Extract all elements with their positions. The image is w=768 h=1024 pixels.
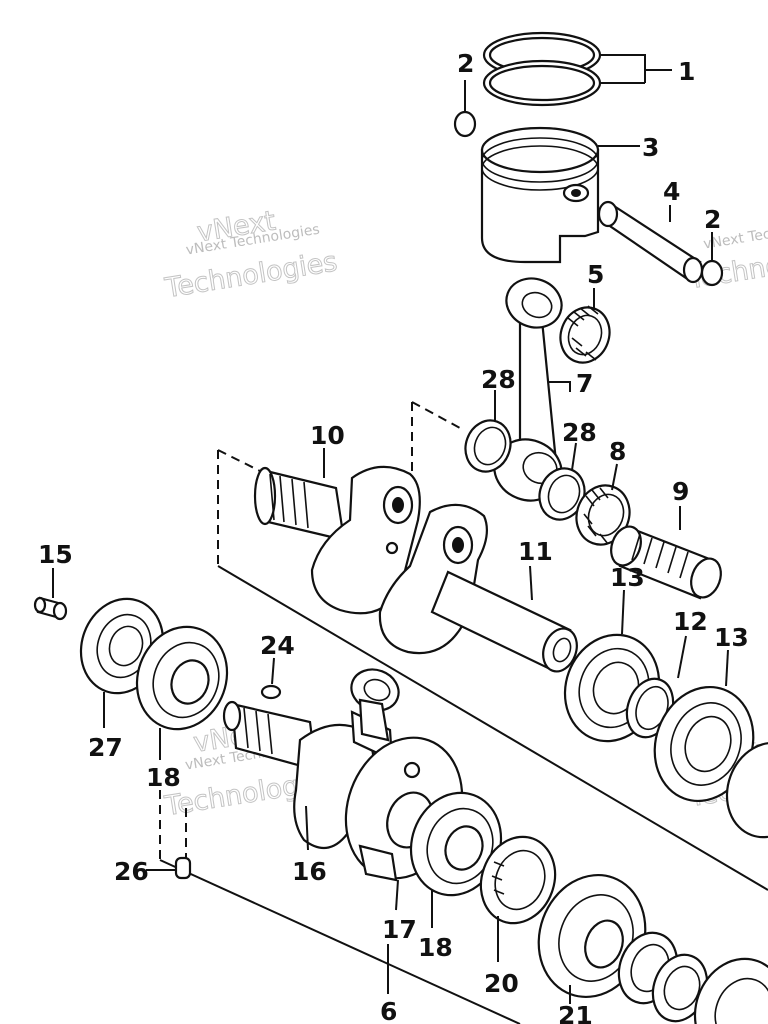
callout-18: 18: [418, 933, 453, 962]
woodruff-key: [260, 684, 282, 700]
callout-12: 12: [673, 607, 708, 636]
callout-28: 28: [562, 418, 597, 447]
piston: [480, 126, 600, 264]
main-bearing: [653, 685, 755, 803]
callout-18: 18: [146, 763, 181, 792]
small-end-bearing: [559, 305, 611, 364]
callout-24: 24: [260, 631, 295, 660]
piston-pin-clip: [700, 259, 724, 287]
callout-27: 27: [88, 733, 123, 762]
oil-seal: [479, 835, 557, 925]
watermark-1: vNext vNext Technologies Technologies: [162, 205, 340, 305]
callout-17: 17: [382, 915, 417, 944]
callout-16: 16: [292, 857, 327, 886]
piston-pin-clip: [453, 110, 477, 138]
callout-13: 13: [610, 563, 645, 592]
assembly-lines: [159, 401, 461, 860]
piston-rings: [482, 31, 602, 107]
crankshaft-half-taper: [378, 503, 578, 673]
ball-bearing: [409, 791, 503, 897]
main-bearing-edge: [725, 741, 768, 839]
callout-6: 6: [380, 997, 397, 1024]
thrust-washer: [464, 419, 512, 473]
frame-lines: [159, 565, 768, 1024]
callout-26: 26: [114, 857, 149, 886]
piston-pin: [597, 200, 704, 284]
big-end-bearing: [575, 484, 631, 546]
callout-7: 7: [576, 369, 593, 398]
callout-4: 4: [663, 177, 680, 206]
crankshaft-half-spline: [253, 465, 421, 615]
callout-9: 9: [672, 477, 689, 506]
callout-15: 15: [38, 540, 73, 569]
dowel-pin: [174, 856, 192, 880]
callout-13: 13: [714, 623, 749, 652]
plug: [33, 596, 68, 621]
callout-3: 3: [642, 133, 659, 162]
callout-2: 2: [457, 49, 474, 78]
callout-5: 5: [587, 260, 604, 289]
callout-numbers: 1 2 3 4 2 5 7 28 28 8 9 10 11 13 12 13 1…: [38, 49, 749, 1024]
callout-21: 21: [558, 1001, 593, 1024]
callout-2: 2: [704, 205, 721, 234]
watermark-3: vNext Technologies Technologies: [685, 216, 768, 296]
seal-stack: [617, 931, 768, 1024]
ball-bearing: [135, 625, 229, 731]
leader-lines: [52, 54, 729, 1004]
callout-1: 1: [678, 57, 695, 86]
callout-10: 10: [310, 421, 345, 450]
callout-20: 20: [484, 969, 519, 998]
callout-8: 8: [609, 437, 626, 466]
crank-pin: [610, 525, 722, 600]
callout-11: 11: [518, 537, 553, 566]
callout-28: 28: [481, 365, 516, 394]
